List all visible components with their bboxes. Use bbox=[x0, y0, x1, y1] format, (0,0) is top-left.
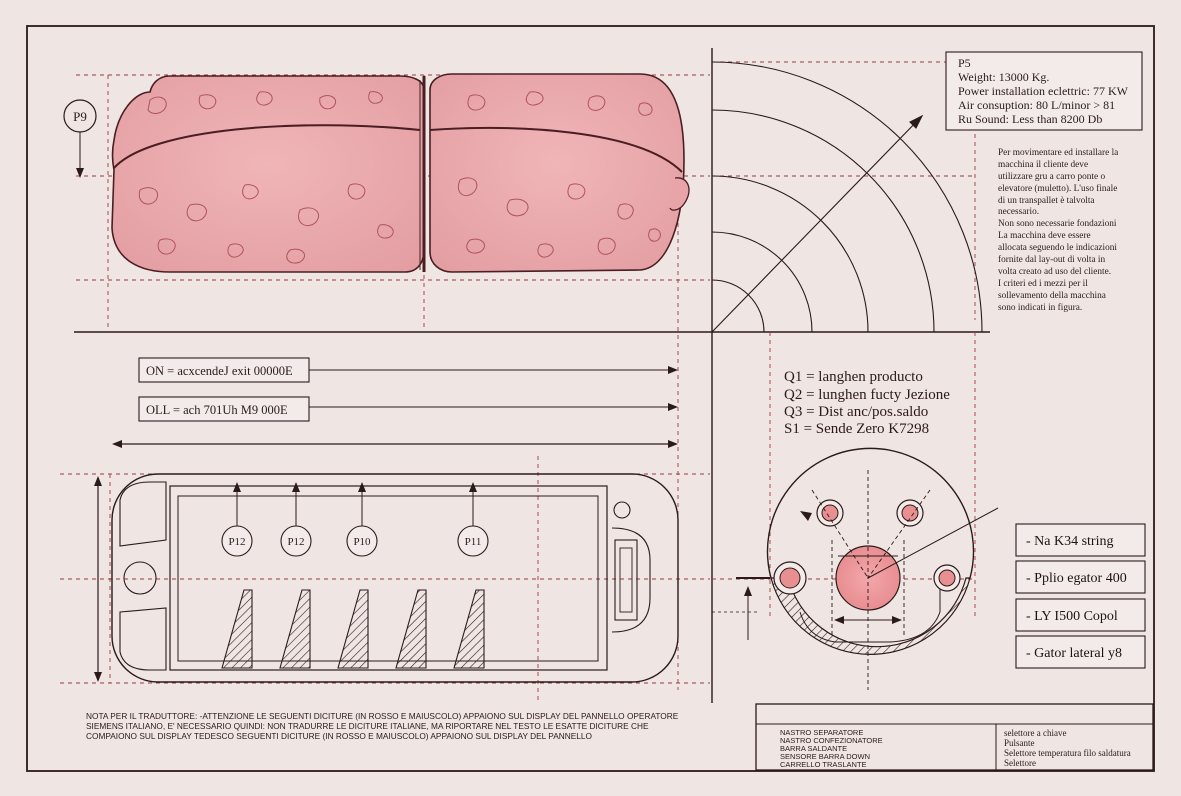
note-line: I criteri ed i mezzi per il bbox=[998, 279, 1088, 289]
note-line: fornite dal lay-out di volta in bbox=[998, 254, 1105, 265]
right-box-label: - Gator lateral y8 bbox=[1026, 646, 1122, 661]
specs-line: Ru Sound: Less than 8200 Db bbox=[958, 112, 1102, 126]
specs-title: P5 bbox=[958, 56, 971, 70]
title-block-item: BARRA SALDANTE bbox=[780, 744, 847, 753]
p12-label-a: P12 bbox=[228, 536, 245, 548]
translator-note: NOTA PER IL TRADUTTORE: -ATTENZIONE LE S… bbox=[86, 711, 679, 741]
note-line: necessario. bbox=[998, 207, 1039, 217]
right-box-label: - Na K34 string bbox=[1026, 534, 1114, 549]
specs-box: P5 Weight: 13000 Kg. Power installation … bbox=[945, 51, 1143, 131]
legend-item: Q1 = langhen producto bbox=[784, 369, 923, 385]
note-line: La macchina deve essere bbox=[998, 231, 1091, 241]
p12-label-b: P12 bbox=[287, 536, 304, 548]
note-line: di un transpallet è talvolta bbox=[998, 196, 1095, 206]
note-line: allocata seguendo le indicazioni bbox=[998, 243, 1117, 253]
note-line: sono indicati in figura. bbox=[998, 302, 1082, 313]
specs-line: Power installation eclettric: 77 KW bbox=[958, 84, 1129, 98]
right-box-label: - Pplio egator 400 bbox=[1026, 571, 1127, 586]
title-block-item: Selettore bbox=[1004, 758, 1036, 768]
title-block-item: NASTRO CONFEZIONATORE bbox=[780, 736, 883, 745]
dimension-labels: ON = acxcendeJ exit 00000E OLL = ach 701… bbox=[94, 357, 678, 682]
right-box-label: - LY I500 Copol bbox=[1026, 609, 1118, 624]
specs-line: Air consuption: 80 L/minor > 81 bbox=[958, 98, 1115, 112]
salami-illustration bbox=[111, 73, 690, 273]
note-line: elevatore (muletto). L'uso finale bbox=[998, 183, 1117, 194]
note-line: volta creato ad uso del cliente. bbox=[998, 267, 1111, 277]
machine-panel: P12 P12 P10 P11 bbox=[111, 473, 679, 683]
translator-note-line: COMPAIONO SUL DISPLAY TEDESCO SEGUENTI D… bbox=[86, 731, 592, 741]
p9-label: P9 bbox=[73, 109, 87, 124]
title-block-item: NASTRO SEPARATORE bbox=[780, 728, 863, 737]
note-line: utilizzare gru a carro ponte o bbox=[998, 172, 1105, 182]
legend-item: Q3 = Dist anc/pos.saldo bbox=[784, 404, 928, 420]
legend-item: S1 = Sende Zero K7298 bbox=[784, 421, 929, 437]
note-line: sollevamento della macchina bbox=[998, 291, 1106, 301]
radius-arcs bbox=[711, 61, 983, 333]
translator-note-line: SIEMENS ITALIANO, E' NECESSARIO QUINDI: … bbox=[86, 721, 649, 731]
cross-section bbox=[712, 447, 999, 690]
title-block-item: Pulsante bbox=[1004, 738, 1035, 748]
right-boxes: - Na K34 string - Pplio egator 400 - LY … bbox=[1015, 523, 1146, 669]
title-block-item: CARRELLO TRASLANTE bbox=[780, 760, 867, 769]
title-block-item: SENSORE BARRA DOWN bbox=[780, 752, 870, 761]
p10-label: P10 bbox=[353, 536, 371, 548]
note-line: Non sono necessarie fondazioni bbox=[998, 218, 1117, 229]
title-block: NASTRO SEPARATORE NASTRO CONFEZIONATORE … bbox=[755, 703, 1154, 771]
italian-note: Per movimentare ed installare la macchin… bbox=[998, 148, 1118, 313]
note-line: Per movimentare ed installare la bbox=[998, 148, 1118, 158]
title-block-item: Selettore temperatura filo saldatura bbox=[1004, 748, 1131, 758]
specs-line: Weight: 13000 Kg. bbox=[958, 70, 1049, 84]
translator-note-line: NOTA PER IL TRADUTTORE: -ATTENZIONE LE S… bbox=[86, 711, 679, 721]
note-line: macchina il cliente deve bbox=[998, 160, 1088, 170]
legend: Q1 = langhen producto Q2 = lunghen fucty… bbox=[784, 369, 950, 437]
sheet-border bbox=[26, 25, 1155, 772]
oll-label: OLL = ach 701Uh M9 000E bbox=[146, 403, 288, 417]
on-label: ON = acxcendeJ exit 00000E bbox=[146, 364, 293, 378]
p9-marker: P9 bbox=[63, 99, 97, 178]
p11-label: P11 bbox=[465, 536, 482, 548]
title-block-item: selettore a chiave bbox=[1004, 728, 1066, 738]
legend-item: Q2 = lunghen fucty Jezione bbox=[784, 387, 950, 403]
